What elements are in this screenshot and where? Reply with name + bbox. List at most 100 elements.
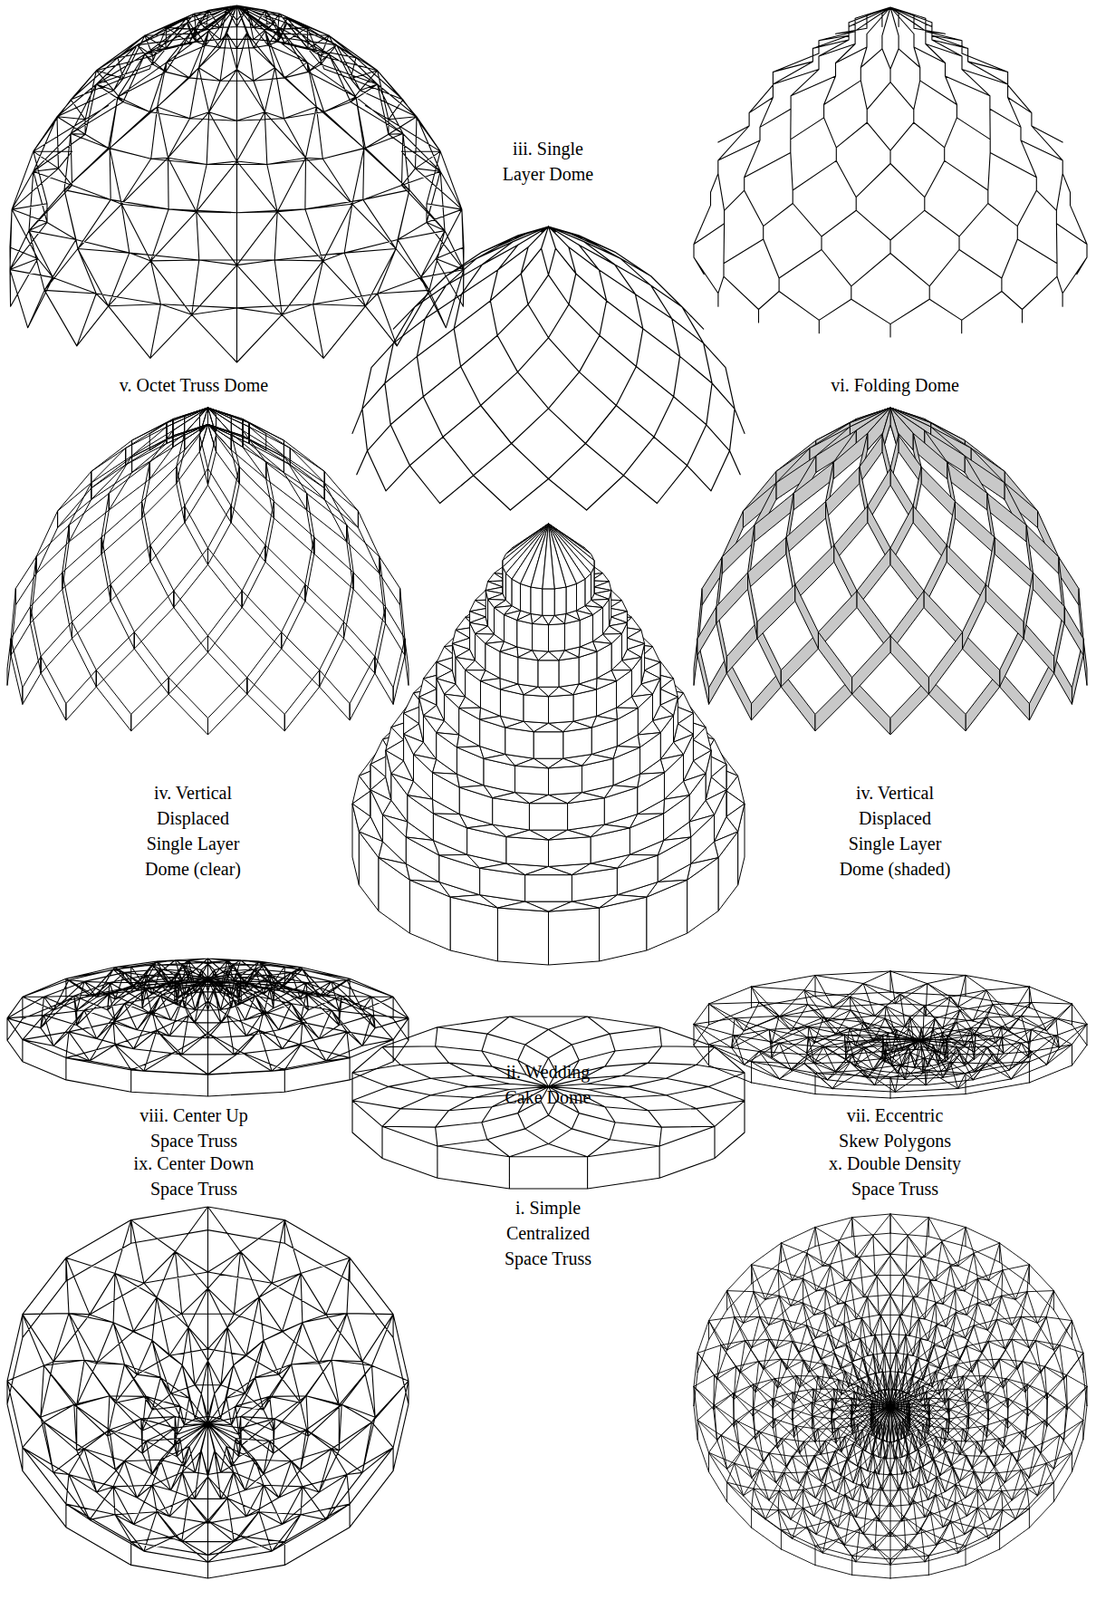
panel-face xyxy=(239,466,274,519)
panel-face xyxy=(1023,621,1055,673)
octet-truss-dome xyxy=(9,5,464,363)
panel-face xyxy=(525,874,573,902)
panel-face xyxy=(687,857,719,934)
panel-face xyxy=(199,434,208,485)
panel-face xyxy=(379,557,385,624)
panel-face xyxy=(548,615,566,625)
panel-face xyxy=(432,772,461,815)
figure-label: iv. Vertical Displaced Single Layer Dome… xyxy=(134,779,252,882)
panel-face xyxy=(241,545,266,608)
panel-face xyxy=(548,901,600,912)
panel-face xyxy=(150,505,185,562)
panel-face xyxy=(504,610,521,621)
panel-face xyxy=(96,670,131,731)
panel-face xyxy=(319,621,345,687)
panel-face xyxy=(530,586,543,616)
panel-face xyxy=(230,505,266,562)
panel-face xyxy=(548,694,574,723)
centralized-truss xyxy=(352,1016,745,1189)
panel-face xyxy=(748,537,788,589)
panel-face xyxy=(242,430,284,472)
panel-face xyxy=(281,632,320,687)
panel-face xyxy=(928,632,962,695)
center-up-truss xyxy=(7,958,409,1096)
panel-face xyxy=(505,727,534,759)
panel-face xyxy=(962,632,1000,687)
panel-face xyxy=(554,586,567,616)
panel-face xyxy=(344,572,355,639)
strut-lines xyxy=(7,958,409,1096)
panel-face xyxy=(693,638,698,686)
panel-face xyxy=(168,635,208,695)
panel-face xyxy=(199,407,208,452)
panel-face xyxy=(385,605,405,655)
panel-face xyxy=(407,795,434,841)
panel-face xyxy=(834,505,868,562)
panel-face xyxy=(96,632,135,687)
figure-label: viii. Center Up Space Truss xyxy=(130,1102,258,1154)
panel-face xyxy=(432,813,467,855)
panel-face xyxy=(505,721,534,732)
panel-face xyxy=(1083,638,1087,686)
panel-face xyxy=(29,557,36,624)
panel-face xyxy=(353,572,385,624)
figure-label: ix. Center Down Space Truss xyxy=(128,1150,260,1202)
panel-face xyxy=(184,407,209,451)
figure-label: i. Simple Centralized Space Truss xyxy=(497,1194,599,1271)
panel-face xyxy=(497,907,548,965)
panel-face xyxy=(216,434,241,484)
panel-face xyxy=(548,829,592,840)
panel-face xyxy=(517,613,533,624)
panel-face xyxy=(91,455,133,500)
panel-face xyxy=(985,584,1024,639)
panel-face xyxy=(208,407,232,451)
panel-face xyxy=(432,772,461,788)
panel-face xyxy=(523,694,548,723)
panel-face xyxy=(40,656,67,721)
panel-face xyxy=(374,605,386,673)
panel-face xyxy=(57,471,92,528)
strut-lines xyxy=(7,1206,409,1578)
panel-face xyxy=(374,656,394,705)
panel-face xyxy=(265,545,306,602)
panel-face xyxy=(994,537,1034,589)
panel-face xyxy=(492,792,530,804)
panel-face xyxy=(134,632,169,695)
panel-face xyxy=(307,493,347,542)
panel-face xyxy=(230,432,240,483)
panel-face xyxy=(10,605,30,655)
panel-face xyxy=(499,646,519,658)
panel-face xyxy=(962,584,987,649)
panel-face xyxy=(528,803,568,830)
panel-face xyxy=(450,896,498,962)
panel-face xyxy=(558,650,579,661)
panel-face xyxy=(208,677,248,735)
panel-face xyxy=(1023,572,1033,639)
panel-face xyxy=(852,635,891,695)
panel-face xyxy=(184,468,209,523)
panel-face xyxy=(208,407,217,452)
panel-face xyxy=(305,584,345,639)
panel-face xyxy=(382,814,407,837)
panel-face xyxy=(613,746,641,760)
panel-face xyxy=(208,468,232,523)
panel-face xyxy=(596,678,617,690)
panel-face xyxy=(273,500,314,554)
figure-label: x. Double Density Space Truss xyxy=(825,1150,966,1202)
panel-face xyxy=(199,407,208,452)
panel-face xyxy=(716,572,749,624)
panel-face xyxy=(757,584,796,639)
panel-face xyxy=(407,795,434,814)
panel-face xyxy=(637,732,661,748)
panel-face xyxy=(150,545,174,608)
panel-face xyxy=(29,572,62,624)
center-down-truss xyxy=(7,1206,409,1578)
panel-face xyxy=(533,731,563,759)
panel-face xyxy=(480,863,526,875)
panel-face xyxy=(714,831,739,858)
panel-face xyxy=(599,896,647,962)
panel-face xyxy=(576,578,585,611)
strut-lines xyxy=(693,1213,1087,1578)
panel-face xyxy=(859,434,883,484)
panel-face xyxy=(62,537,102,589)
